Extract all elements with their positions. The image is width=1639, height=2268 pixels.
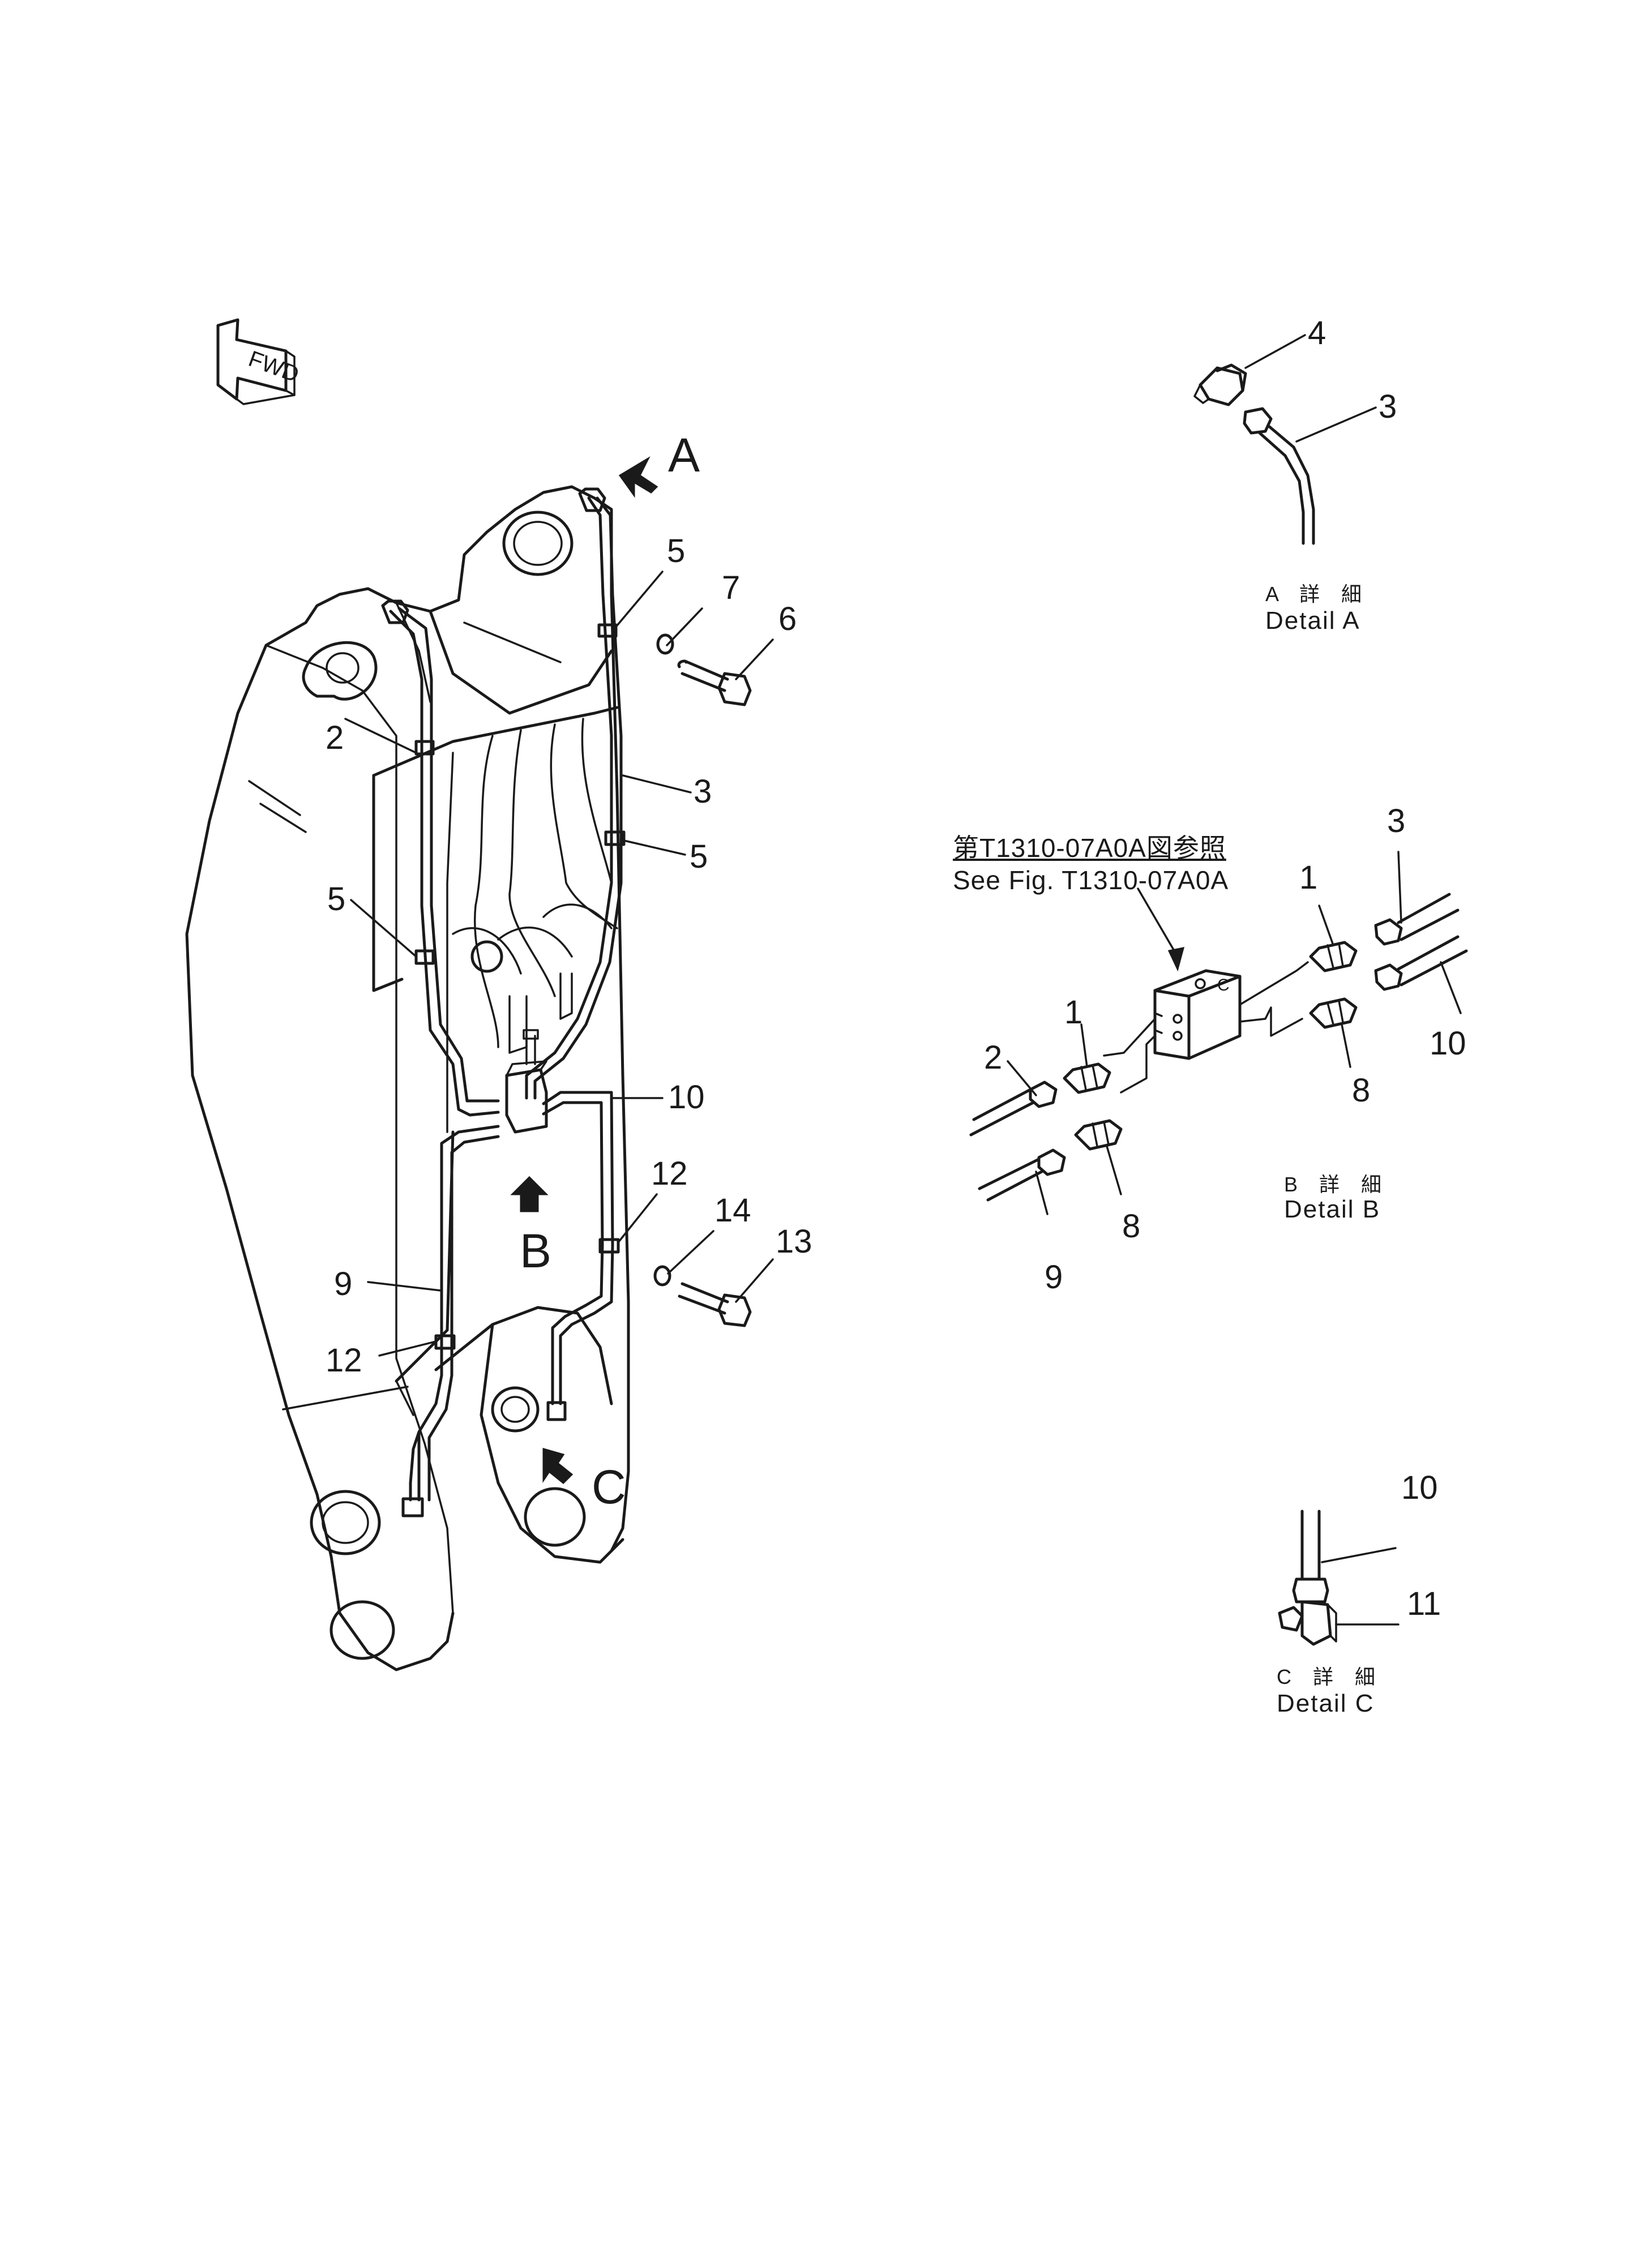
lower-boss-2-icon xyxy=(329,1600,395,1660)
clamp-5-left-upper-icon xyxy=(414,740,435,756)
detail-b-callout-10: 10 xyxy=(1430,1025,1466,1062)
arm-pin-icon xyxy=(491,1386,540,1433)
view-arrow-c-icon xyxy=(542,1448,574,1485)
fitting-8-left-icon xyxy=(1074,1119,1123,1151)
arm-cylinder-pin-icon xyxy=(524,1487,586,1547)
boom-pin-bosses xyxy=(302,511,586,1660)
callout-3: 3 xyxy=(694,773,712,810)
detail-b-reference-jp: 第T1310-07A0A図参照 xyxy=(953,833,1226,863)
callout-5-left: 5 xyxy=(327,881,346,918)
detail-a-drawing xyxy=(1193,334,1377,545)
callout-10: 10 xyxy=(668,1079,705,1116)
callout-5-top: 5 xyxy=(667,533,686,569)
lower-boss-1-icon xyxy=(310,1490,381,1555)
view-letter-c: C xyxy=(592,1460,626,1514)
view-arrow-a-icon xyxy=(618,456,658,498)
detail-b-drawing: C xyxy=(969,851,1468,1215)
detail-c-caption-en: Detail C xyxy=(1277,1690,1375,1717)
elbow-fitting-right-icon xyxy=(578,487,606,512)
callout-2: 2 xyxy=(326,719,344,756)
callout-12-right: 12 xyxy=(651,1155,688,1192)
detail-b-callout-1-left: 1 xyxy=(1064,994,1083,1031)
detail-c-callout-10: 10 xyxy=(1401,1469,1438,1506)
detail-b-reference-en: See Fig. T1310-07A0A xyxy=(953,865,1229,895)
callout-12-left: 12 xyxy=(326,1342,362,1379)
fitting-1-right-icon xyxy=(1309,941,1358,972)
view-letter-a: A xyxy=(668,428,700,482)
detail-c-caption-jp: C 詳 細 xyxy=(1277,1665,1384,1688)
detail-b-caption-jp: B 詳 細 xyxy=(1284,1173,1390,1196)
fwd-arrow-icon xyxy=(216,318,296,405)
detail-a-caption-en: Detail A xyxy=(1265,607,1360,634)
boom-top-pin-icon xyxy=(502,511,574,576)
callout-5-right: 5 xyxy=(690,838,708,875)
boom-body xyxy=(185,485,630,1671)
view-letter-b: B xyxy=(520,1224,552,1277)
svg-text:C: C xyxy=(1217,976,1230,994)
detail-c-drawing xyxy=(1278,1510,1400,1646)
bottom-fitting-right-icon xyxy=(546,1401,567,1421)
callout-13: 13 xyxy=(776,1223,812,1260)
detail-b-callout-2: 2 xyxy=(984,1039,1003,1076)
callout-6: 6 xyxy=(778,601,797,637)
view-arrow-b-icon xyxy=(510,1176,549,1212)
elbow-fitting-left-icon xyxy=(381,599,409,624)
bottom-fitting-left-icon xyxy=(401,1497,424,1517)
bolt-13-icon xyxy=(653,1265,752,1327)
clamp-5-upper-icon xyxy=(597,623,618,638)
callout-7: 7 xyxy=(722,569,741,606)
detail-a-callout-3: 3 xyxy=(1379,388,1397,425)
leader-lines-main xyxy=(344,571,774,1357)
detail-b-callout-1-right: 1 xyxy=(1299,859,1318,896)
fitting-8-right-icon xyxy=(1309,997,1358,1029)
hydraulic-tubes-main xyxy=(389,496,623,1502)
detail-a-callout-4: 4 xyxy=(1308,315,1326,351)
junction-block-icon xyxy=(505,1029,548,1134)
detail-b-caption-en: Detail B xyxy=(1284,1195,1381,1223)
detail-a-caption-jp: A 詳 細 xyxy=(1265,582,1370,606)
callout-14: 14 xyxy=(714,1192,751,1229)
clamp-12-right-icon xyxy=(598,1238,620,1254)
bolt-6-icon xyxy=(656,633,752,706)
detail-b-callout-8-right: 8 xyxy=(1352,1072,1371,1109)
detail-b-callout-8-left: 8 xyxy=(1122,1208,1141,1245)
fittings-and-clamps xyxy=(381,487,626,1517)
fitting-1-left-icon xyxy=(1063,1062,1111,1094)
boom-foot-pin-icon xyxy=(302,641,378,701)
detail-b-callout-9: 9 xyxy=(1045,1259,1063,1296)
callout-9: 9 xyxy=(334,1266,353,1302)
detail-b-callout-3: 3 xyxy=(1387,803,1406,839)
clamp-5-right-mid-icon xyxy=(604,830,626,846)
detail-c-callout-11: 11 xyxy=(1407,1585,1441,1622)
